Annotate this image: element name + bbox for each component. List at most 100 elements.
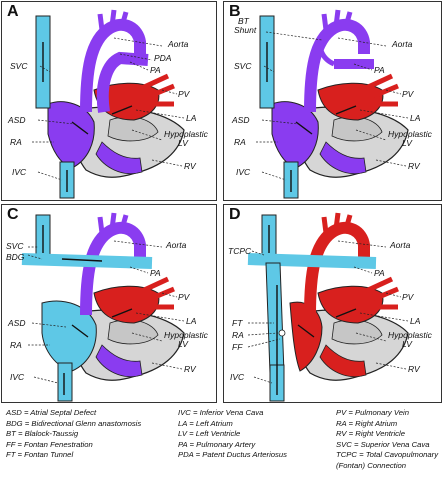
- left-atrium: [317, 82, 384, 121]
- rv-outflow: [95, 344, 143, 377]
- right-atrium: [41, 300, 97, 372]
- heart-diagram-d: TCPC Aorta PA PV FT RA FF LA Hypoplastic…: [228, 212, 433, 402]
- label-pa: PA: [374, 268, 385, 278]
- left-atrium: [93, 82, 160, 121]
- label-aorta: Aorta: [165, 240, 187, 250]
- aorta: [304, 221, 370, 316]
- right-atrium: [271, 101, 319, 169]
- label-lv: LV: [402, 339, 413, 349]
- flow-arrows: [42, 42, 133, 192]
- label-pa: PA: [150, 268, 161, 278]
- legend-item: ASD = Atrial Septal Defect: [6, 408, 97, 417]
- left-atrium: [317, 285, 384, 324]
- label-svc: SVC: [6, 241, 24, 251]
- label-svc: SVC: [10, 61, 28, 71]
- heart-diagram-a: Aorta PDA PA PV LA Hypoplastic LV RV SVC…: [7, 9, 209, 199]
- aorta: [80, 221, 146, 316]
- legend-item: LA = Left Atrium: [178, 418, 233, 428]
- label-aorta: Aorta: [391, 39, 413, 49]
- label-ra: RA: [232, 330, 244, 340]
- label-pv: PV: [178, 89, 191, 99]
- pulmonary-veins: [364, 276, 399, 310]
- legend-item: PA = Pulmonary Artery: [178, 439, 256, 449]
- label-rv: RV: [184, 161, 197, 171]
- legend-item: PDA = Patent Ductus Arteriosus: [178, 450, 288, 459]
- aorta: [304, 18, 370, 113]
- aortic-branches: [97, 212, 129, 234]
- label-ivc: IVC: [10, 372, 25, 382]
- aorta: [80, 18, 146, 113]
- label-ivc: IVC: [230, 372, 245, 382]
- label-pv: PV: [178, 292, 191, 302]
- fontan-fenestration: [278, 329, 286, 337]
- aortic-branches: [321, 212, 353, 234]
- label-aorta: Aorta: [167, 39, 189, 49]
- heart-diagram-b: BT Shunt Aorta PA PV LA Hypoplastic LV R…: [231, 9, 433, 199]
- panel-b: B BT Shunt Aorta PA PV LA Hypoplastic LV: [223, 1, 442, 201]
- label-ra: RA: [234, 137, 246, 147]
- label-la: LA: [410, 316, 421, 326]
- legend-item: IVC = Inferior Vena Cava: [178, 408, 264, 417]
- legend-item: BDG = Bidirectional Glenn anastomosis: [6, 418, 142, 428]
- label-ff: FF: [232, 342, 243, 352]
- label-asd: ASD: [231, 115, 249, 125]
- panel-letter: A: [7, 3, 19, 20]
- label-pv: PV: [402, 292, 415, 302]
- legend-item: RA = Right Atrium: [336, 418, 398, 428]
- label-hypoplastic: Hypoplastic: [388, 129, 433, 139]
- label-rv: RV: [408, 161, 421, 171]
- label-asd: ASD: [7, 115, 25, 125]
- legend-item: (Fontan) Connection: [336, 460, 407, 470]
- label-ivc: IVC: [12, 167, 27, 177]
- label-rv: RV: [408, 364, 421, 374]
- label-bdg: BDG: [6, 252, 25, 262]
- panel-letter: C: [7, 206, 19, 223]
- rv-outflow: [95, 141, 143, 174]
- label-bt: BT: [238, 16, 250, 26]
- legend-column: ASD = Atrial Septal Defect BDG = Bidirec…: [6, 408, 141, 461]
- glenn-pa: [21, 253, 153, 269]
- label-pa: PA: [150, 65, 161, 75]
- label-rv: RV: [184, 364, 197, 374]
- label-lv: LV: [178, 138, 189, 148]
- label-asd: ASD: [7, 318, 25, 328]
- legend-item: BT = Blalock-Taussig: [6, 429, 79, 438]
- label-hypoplastic: Hypoplastic: [164, 330, 209, 340]
- label-pda: PDA: [154, 53, 172, 63]
- label-shunt: Shunt: [234, 25, 257, 35]
- aortic-branches: [321, 9, 353, 31]
- label-lv: LV: [178, 339, 189, 349]
- panel-letter: D: [229, 206, 241, 223]
- label-hypoplastic: Hypoplastic: [164, 129, 209, 139]
- label-lv: LV: [402, 138, 413, 148]
- panel-letter: B: [229, 3, 241, 20]
- abbreviation-legend: ASD = Atrial Septal Defect BDG = Bidirec…: [2, 408, 442, 478]
- label-la: LA: [410, 113, 421, 123]
- rv-outflow: [319, 141, 367, 174]
- label-ivc: IVC: [236, 167, 251, 177]
- label-svc: SVC: [234, 61, 252, 71]
- label-la: LA: [186, 316, 197, 326]
- fontan-tunnel: [265, 262, 285, 374]
- label-la: LA: [186, 113, 197, 123]
- left-atrium: [93, 285, 160, 324]
- legend-item: RV = Right Ventricle: [336, 429, 406, 438]
- legend-column: PV = Pulmonary Vein RA = Right Atrium RV…: [336, 408, 438, 471]
- legend-item: PV = Pulmonary Vein: [336, 408, 409, 417]
- legend-column: IVC = Inferior Vena Cava LA = Left Atriu…: [178, 408, 287, 461]
- label-pa: PA: [374, 65, 385, 75]
- label-hypoplastic: Hypoplastic: [388, 330, 433, 340]
- rv-outflow: [319, 344, 367, 377]
- legend-item: FT = Fontan Tunnel: [6, 450, 74, 459]
- pulmonary-veins: [364, 73, 399, 107]
- legend-item: SVC = Superior Vena Cava: [336, 439, 430, 449]
- label-aorta: Aorta: [389, 240, 411, 250]
- pulmonary-artery: [96, 51, 149, 113]
- label-ra: RA: [10, 137, 22, 147]
- panel-c: C SVC BDG Aorta PA PV LA Hypoplastic LV …: [1, 204, 217, 403]
- panel-d: D TCPC Aorta PA PV FT RA FF LA Hypop: [223, 204, 442, 403]
- legend-item: FF = Fontan Fenestration: [6, 439, 93, 449]
- label-ra: RA: [10, 340, 22, 350]
- flow-arrows: [42, 225, 133, 395]
- heart-diagram-c: SVC BDG Aorta PA PV LA Hypoplastic LV RV…: [6, 212, 209, 402]
